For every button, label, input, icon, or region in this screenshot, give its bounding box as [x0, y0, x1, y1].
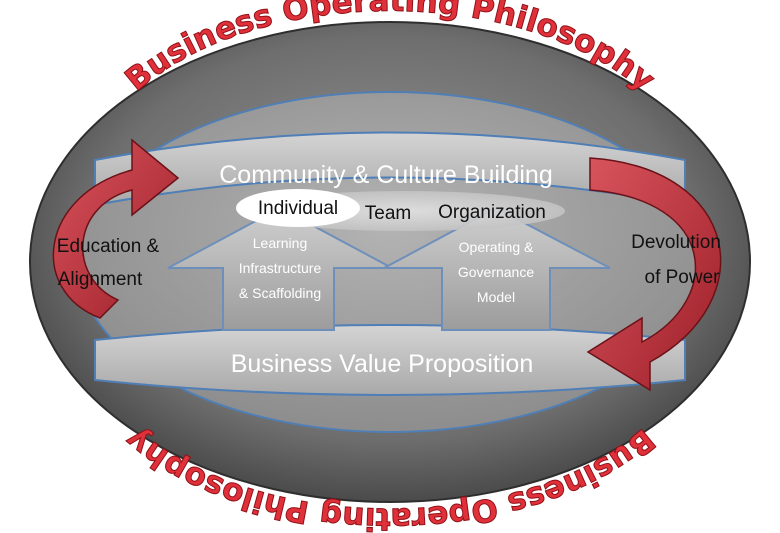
left-arrow-label-line1: Learning — [253, 235, 308, 251]
level-organization: Organization — [438, 202, 546, 223]
left-arrow-label-line2: Infrastructure — [239, 260, 322, 276]
right-side-label-line1: Devolution — [631, 232, 721, 253]
right-arrow-label-line2: Governance — [458, 264, 534, 280]
left-cycle-arrow — [52, 138, 180, 319]
operating-governance-arrow — [383, 206, 611, 331]
left-side-label-line2: Alignment — [58, 269, 143, 290]
level-team: Team — [365, 203, 411, 224]
learning-infrastructure-arrow — [167, 206, 393, 331]
individual-highlight — [236, 189, 360, 227]
right-arrow-label-line3: Model — [477, 289, 515, 305]
right-side-label-line2: of Power — [645, 267, 721, 288]
level-individual: Individual — [258, 198, 338, 219]
right-cycle-arrow — [586, 157, 722, 392]
left-arrow-label-line3: & Scaffolding — [239, 285, 321, 301]
left-side-label-line1: Education & — [57, 236, 160, 257]
bottom-banner-label: Business Value Proposition — [231, 350, 534, 378]
right-arrow-label-line1: Operating & — [459, 239, 534, 255]
top-banner-label: Community & Culture Building — [219, 161, 552, 189]
